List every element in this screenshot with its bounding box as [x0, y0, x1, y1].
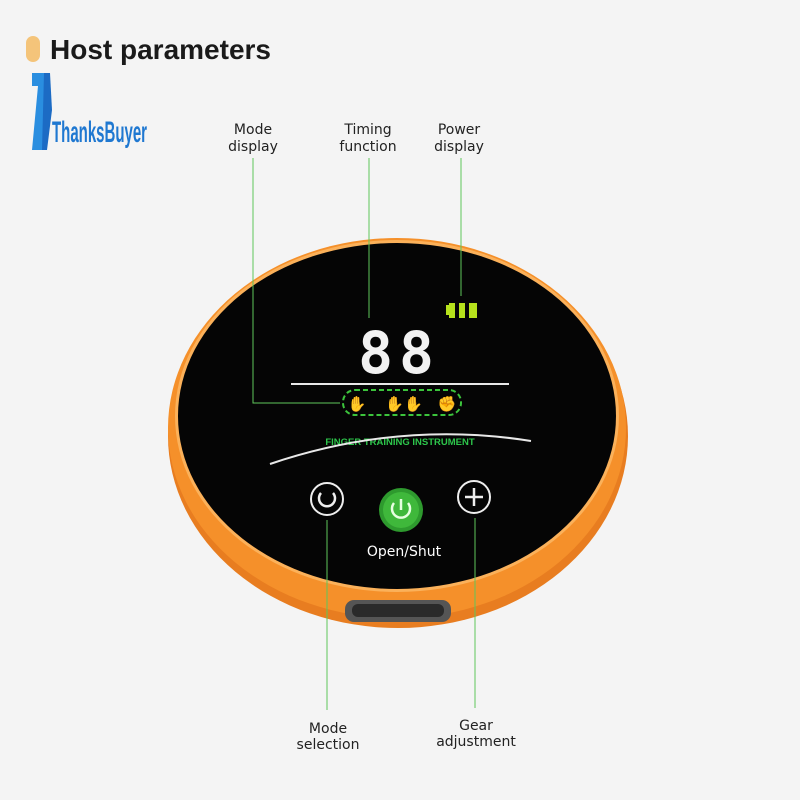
mode-selection-button[interactable] [310, 482, 344, 516]
callout-timing-line2: function [339, 139, 396, 155]
power-button-label: Open/Shut [367, 544, 442, 560]
cycle-icon [317, 492, 337, 508]
callout-timing-line1: Timing [343, 122, 391, 138]
callout-lines [252, 158, 476, 710]
callout-mode-display-line1: Mode [234, 122, 272, 138]
callout-mode-selection-line2: selection [297, 737, 360, 753]
callout-power-line2: display [434, 139, 484, 155]
power-icon [390, 502, 412, 519]
callout-gear-line1: Gear [459, 718, 493, 734]
callout-mode-display-line2: display [228, 139, 278, 155]
timer-display: 88 [358, 319, 440, 387]
brand-text: FINGER TRAINING INSTRUMENT [325, 437, 475, 448]
callout-mode-selection-line1: Mode [309, 721, 347, 737]
page-title: Host parameters [50, 34, 271, 65]
plus-icon [465, 488, 483, 506]
gear-plus-button[interactable] [457, 480, 491, 514]
title-accent-pill [26, 36, 40, 62]
mode-indicator-frame [342, 389, 462, 416]
callout-gear-line2: adjustment [436, 734, 516, 750]
single-hand-mode-icon: ✋ [348, 395, 367, 413]
callout-power-line1: Power [438, 122, 481, 138]
handshake-mode-icon: ✊ [438, 395, 457, 413]
brand-logo: ThanksBuyer [32, 73, 147, 150]
power-button[interactable] [379, 488, 423, 532]
screen-arc [269, 433, 532, 465]
two-hands-mode-icon: ✋✋ [385, 395, 422, 413]
logo-text: ThanksBuyer [52, 116, 147, 149]
battery-icon [446, 303, 477, 318]
